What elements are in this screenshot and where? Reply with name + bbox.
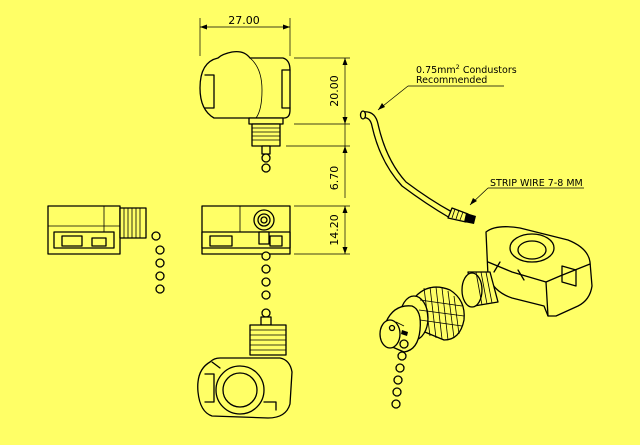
- dimension-lines-top: [199, 18, 350, 198]
- dimension-depth: 14.20: [328, 214, 341, 246]
- dimension-lines-side: [294, 205, 350, 255]
- strip-wire-note: STRIP WIRE 7-8 MM: [490, 178, 583, 189]
- wire: [359, 110, 476, 224]
- side-view-left: [47, 205, 165, 294]
- bottom-view: [197, 308, 293, 419]
- conductors-note-line2: Recommended: [416, 75, 487, 86]
- isometric-switch-body: [461, 226, 593, 317]
- isometric-cap-and-chain: [379, 305, 421, 409]
- dimension-height: 20.00: [328, 75, 341, 107]
- dimension-stem: 6.70: [328, 166, 341, 191]
- leader-lines: [377, 85, 584, 206]
- front-view: [199, 50, 291, 173]
- side-view-center: [201, 205, 291, 300]
- dimension-width: 27.00: [228, 14, 260, 27]
- conductors-note-line1: 0.75mm2 Condustors: [416, 63, 517, 76]
